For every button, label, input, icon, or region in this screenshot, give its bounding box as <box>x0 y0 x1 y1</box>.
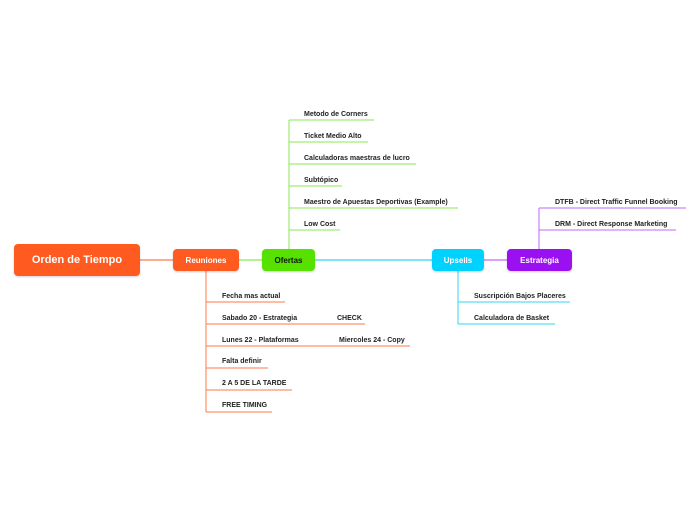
root-node-label: Orden de Tiempo <box>31 254 123 266</box>
reuniones-topic[interactable]: FREE TIMING <box>222 402 268 409</box>
upsells-topic[interactable]: Calculadora de Basket <box>474 315 550 322</box>
reuniones-subtopic[interactable]: Miercoles 24 - Copy <box>339 337 405 344</box>
ofertas-topic[interactable]: Metodo de Corners <box>304 111 368 118</box>
reuniones-topic[interactable]: Sabado 20 - Estrategia <box>222 315 298 322</box>
upsells-node-label: Upsells <box>443 255 473 265</box>
reuniones-topic[interactable]: Lunes 22 - Plataformas <box>222 337 299 344</box>
ofertas-node[interactable]: Ofertas <box>262 249 315 271</box>
upsells-topic[interactable]: Suscripción Bajos Placeres <box>474 293 566 300</box>
estrategia-topic[interactable]: DRM - Direct Response Marketing <box>555 221 668 228</box>
ofertas-topic[interactable]: Ticket Medio Alto <box>304 133 362 140</box>
estrategia-node-label: Estrategia <box>520 255 559 265</box>
ofertas-node-label: Ofertas <box>274 255 303 265</box>
reuniones-topic[interactable]: Fecha mas actual <box>222 293 281 300</box>
upsells-node[interactable]: Upsells <box>432 249 484 271</box>
upsells-branch <box>457 271 570 325</box>
estrategia-node[interactable]: Estrategia <box>507 249 572 271</box>
ofertas-topic[interactable]: Low Cost <box>304 221 336 228</box>
reuniones-node[interactable]: Reuniones <box>173 249 239 271</box>
root-node[interactable]: Orden de Tiempo <box>14 244 140 276</box>
reuniones-branch <box>205 271 410 413</box>
estrategia-topic[interactable]: DTFB - Direct Traffic Funnel Booking <box>555 199 678 206</box>
ofertas-topic[interactable]: Subtópico <box>304 177 339 184</box>
reuniones-subtopic[interactable]: CHECK <box>337 315 362 322</box>
ofertas-topic[interactable]: Maestro de Apuestas Deportivas (Example) <box>304 199 448 206</box>
ofertas-topic[interactable]: Calculadoras maestras de lucro <box>304 155 410 162</box>
estrategia-branch <box>538 207 686 249</box>
reuniones-topic[interactable]: 2 A 5 DE LA TARDE <box>222 380 287 387</box>
reuniones-topic[interactable]: Falta definir <box>222 358 262 365</box>
reuniones-node-label: Reuniones <box>185 255 227 265</box>
ofertas-branch <box>288 119 458 249</box>
